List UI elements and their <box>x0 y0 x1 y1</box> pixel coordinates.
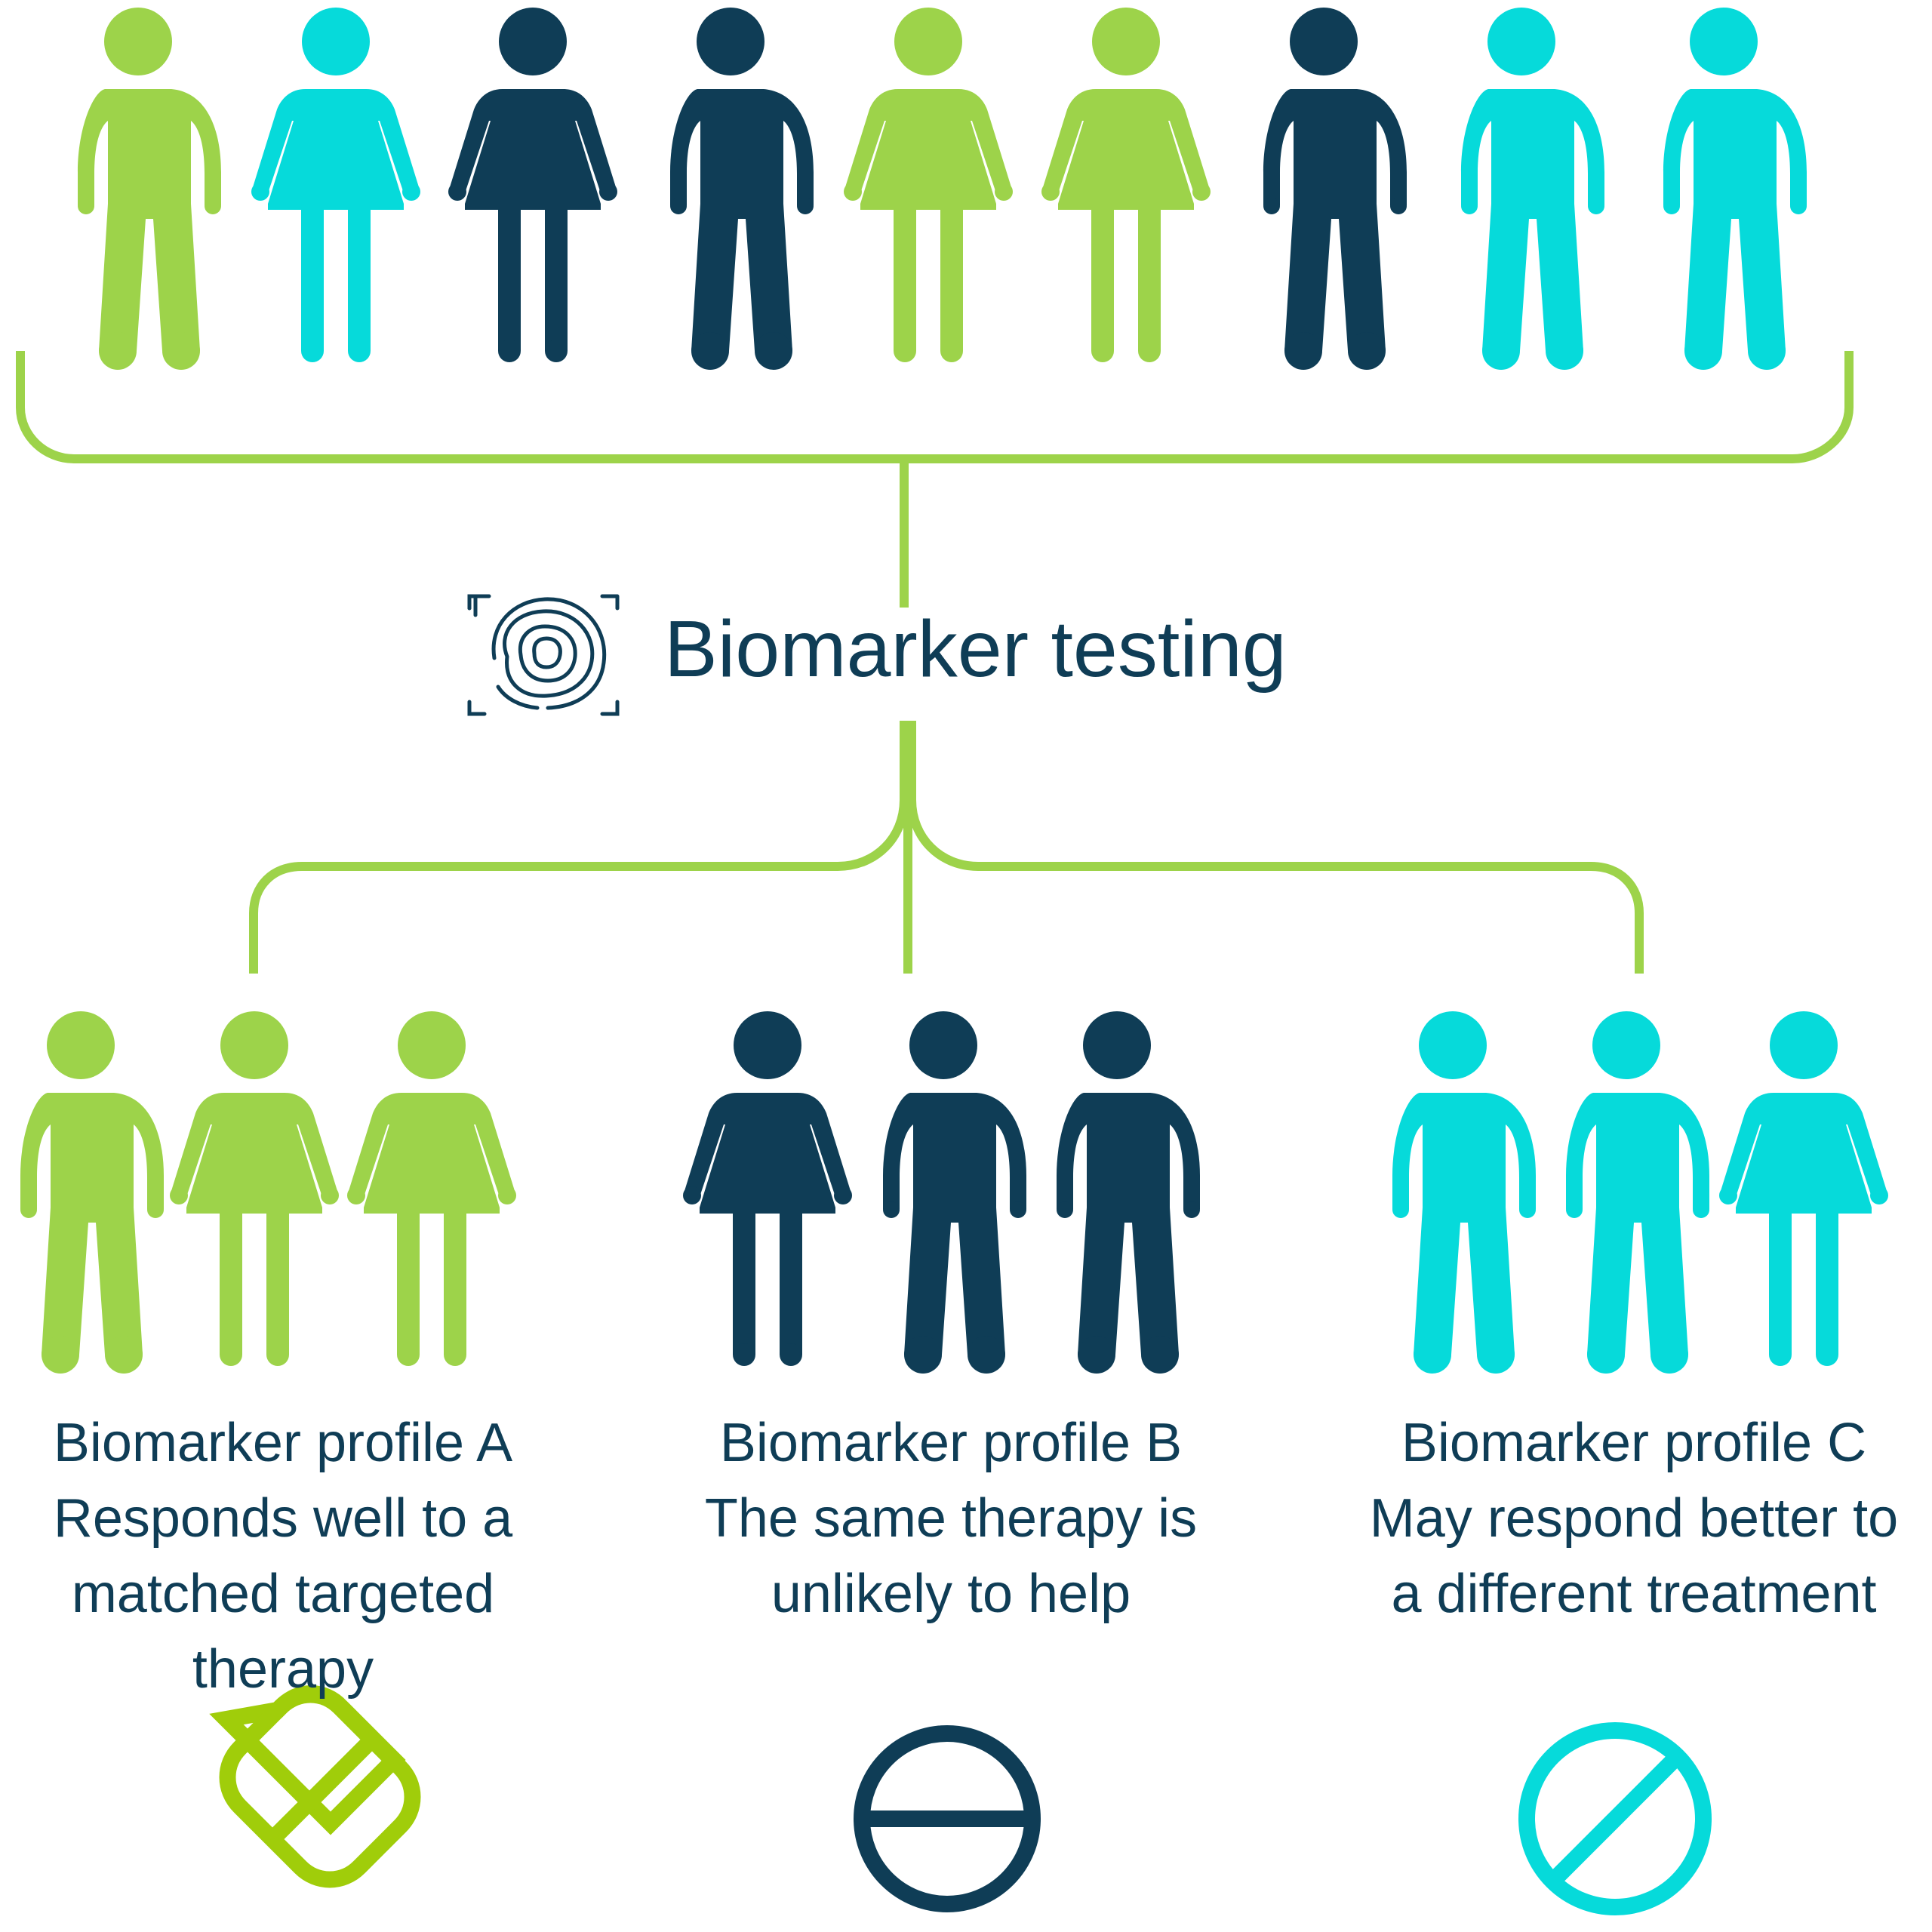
man-figure <box>1663 8 1807 370</box>
minus-circle-icon <box>854 1725 1041 1912</box>
no-entry-icon <box>1518 1722 1712 1915</box>
woman-figure <box>170 1011 339 1366</box>
man-figure <box>883 1011 1026 1374</box>
woman-figure <box>844 8 1013 362</box>
woman-figure <box>1719 1011 1888 1366</box>
man-figure <box>1392 1011 1536 1374</box>
profile-b-description: The same therapy is unlikely to help <box>704 1488 1198 1624</box>
profile-a-title: Biomarker profile A <box>53 1413 513 1473</box>
profile-b-title: Biomarker profile B <box>719 1413 1183 1473</box>
man-figure <box>1263 8 1407 370</box>
man-figure <box>20 1011 164 1374</box>
woman-figure <box>1041 8 1211 362</box>
profile-a-caption: Biomarker profile A Responds well to a m… <box>0 1405 570 1707</box>
man-figure <box>1461 8 1604 370</box>
profile-c-caption: Biomarker profile C May respond better t… <box>1347 1405 1921 1632</box>
population-bracket <box>16 351 1854 463</box>
profile-a-description: Responds well to a matched targeted ther… <box>53 1488 513 1700</box>
man-figure <box>78 8 221 370</box>
pill-icon <box>209 1685 421 1888</box>
man-figure <box>1566 1011 1709 1374</box>
profile-c-title: Biomarker profile C <box>1401 1413 1867 1473</box>
man-figure <box>670 8 814 370</box>
profile-c-description: May respond better to a different treatm… <box>1369 1488 1899 1624</box>
woman-figure <box>448 8 617 362</box>
population-group <box>78 8 1807 370</box>
woman-figure <box>683 1011 852 1366</box>
profile-groups <box>20 1011 1888 1374</box>
woman-figure <box>347 1011 516 1366</box>
profile-branches <box>249 721 1644 974</box>
woman-figure <box>251 8 420 362</box>
testing-label-text: Biomarker testing <box>664 605 1287 694</box>
fingerprint-scan-icon <box>467 594 620 716</box>
profile-b-caption: Biomarker profile B The same therapy is … <box>664 1405 1238 1632</box>
man-figure <box>1057 1011 1200 1374</box>
